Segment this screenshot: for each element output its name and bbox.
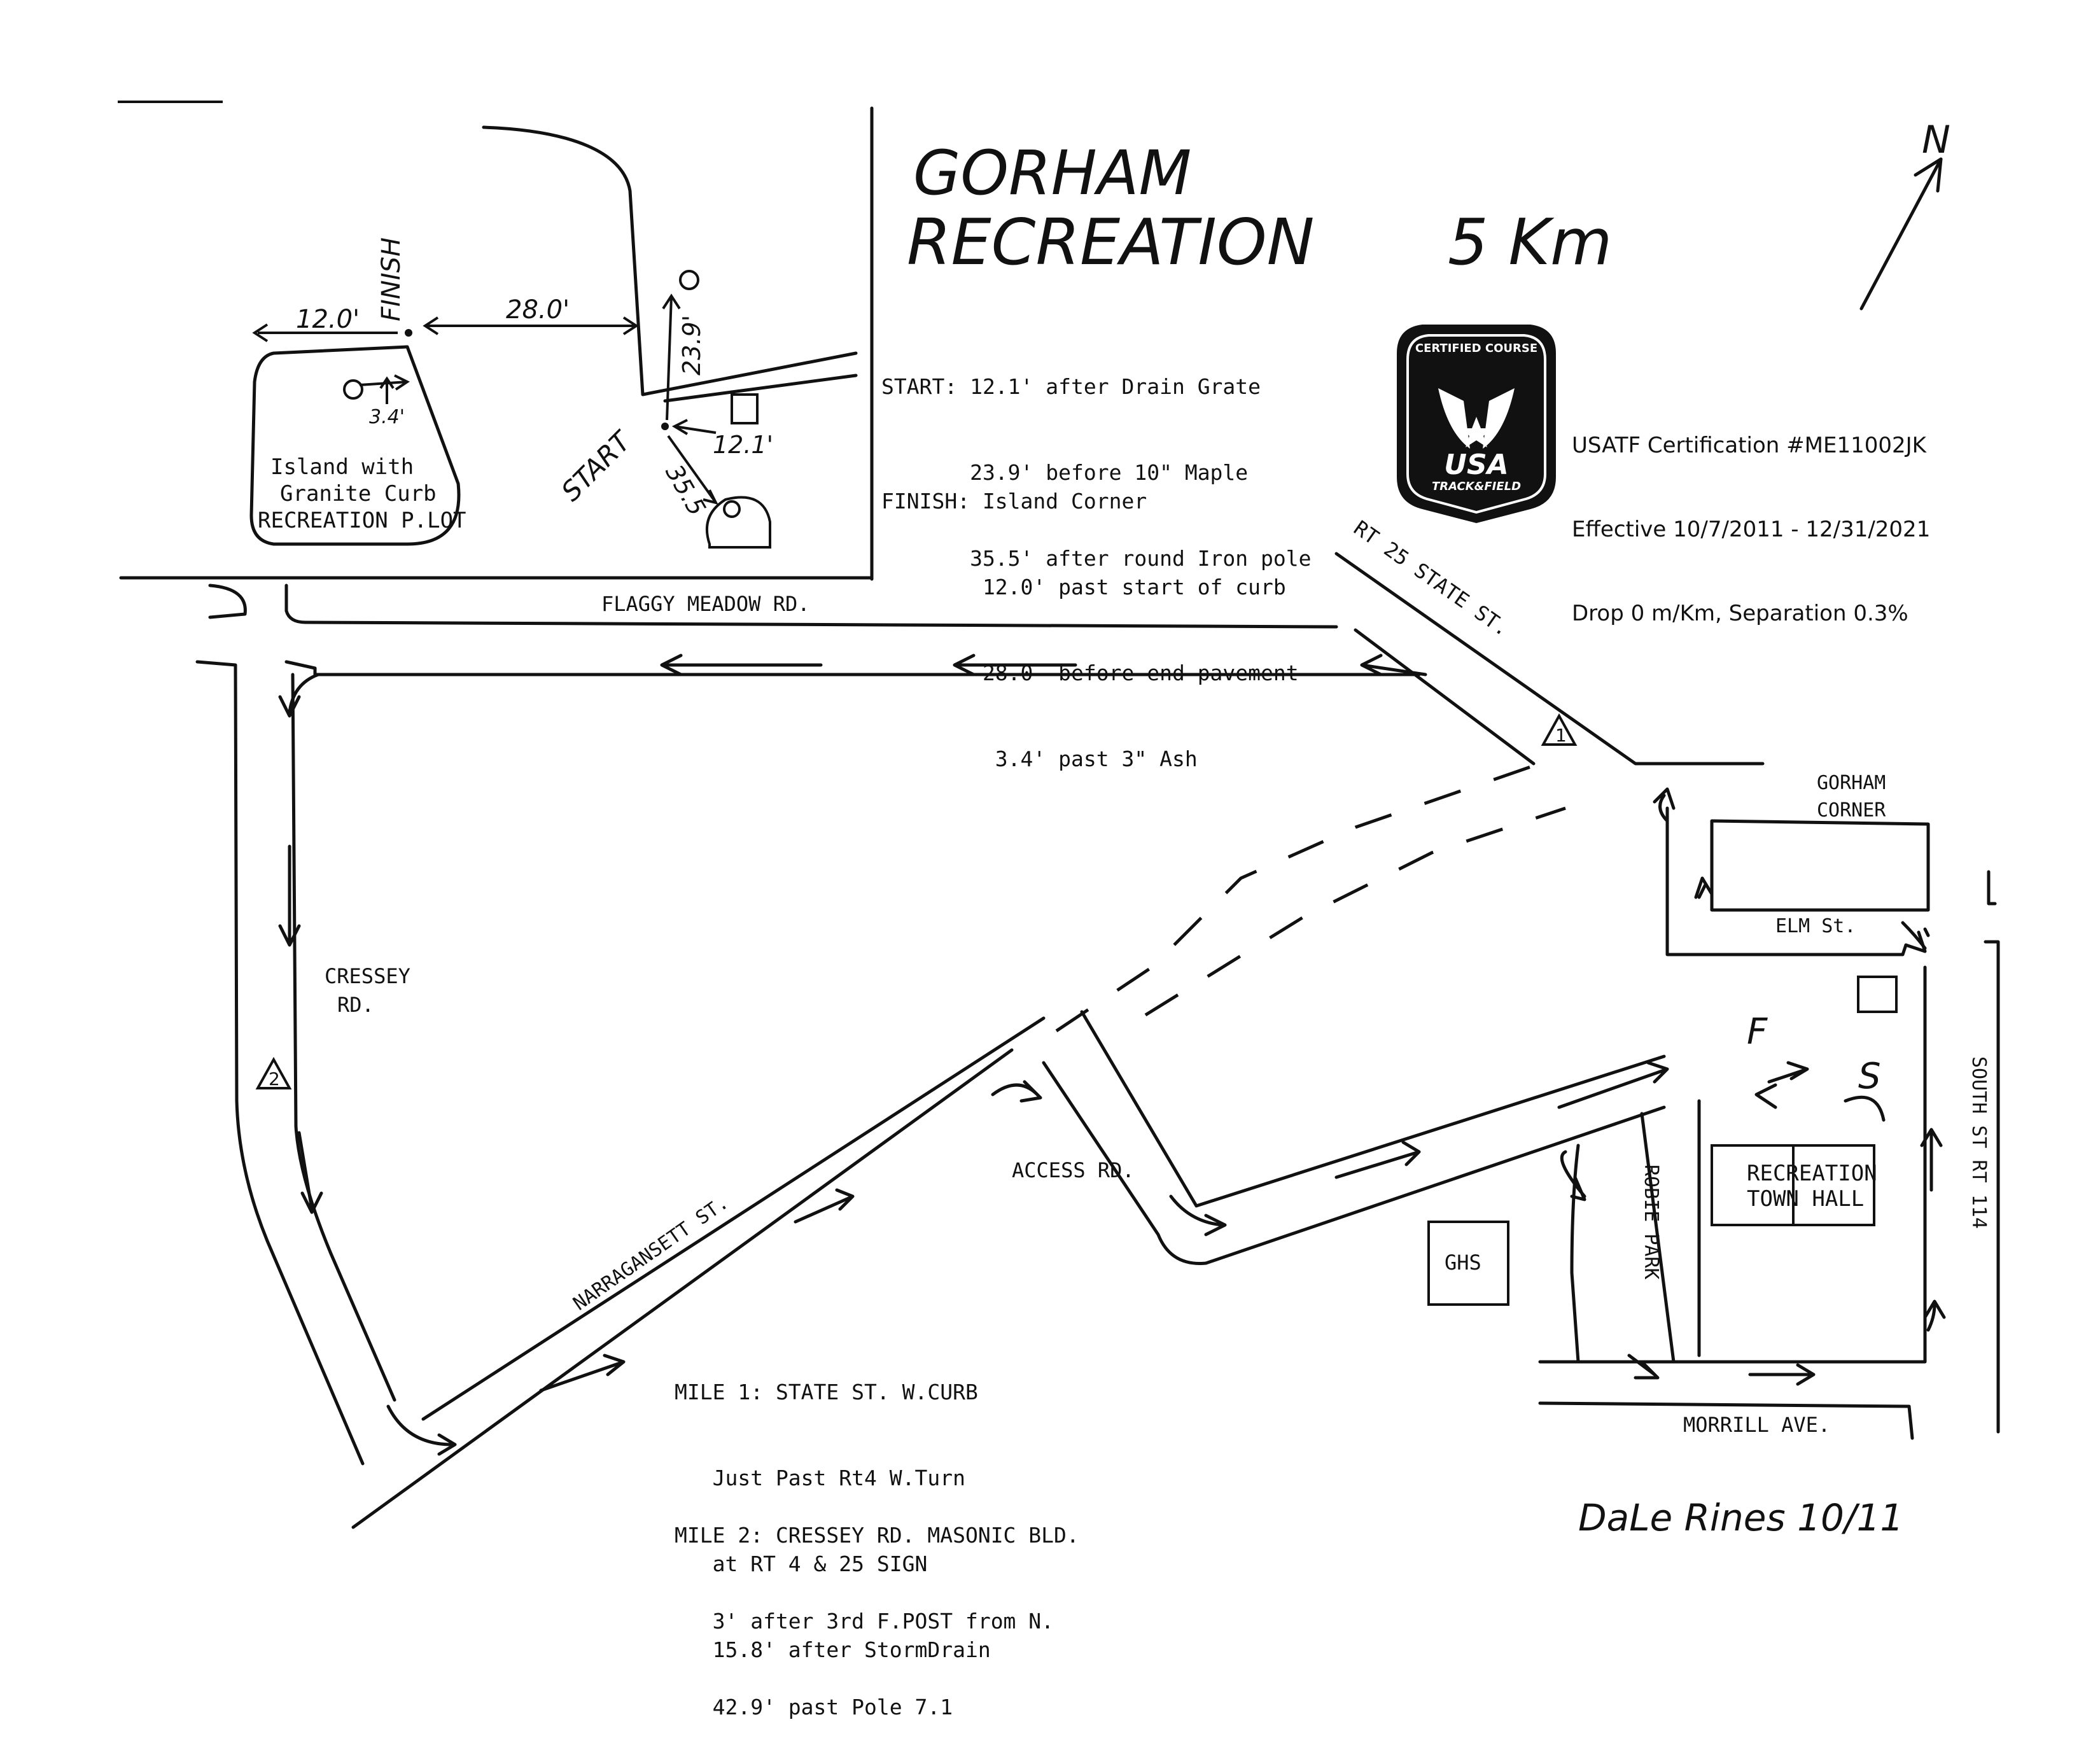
dashed-path-2: [1144, 806, 1566, 1017]
dashed-path-1: [1055, 762, 1541, 1033]
mile-2-number: 2: [269, 1068, 280, 1089]
island-label-1: Island with: [270, 454, 414, 480]
finish-label: FINISH: [377, 237, 406, 321]
flaggy-meadow-rd-label: FLAGGY MEADOW RD.: [601, 592, 810, 616]
dimension-12-1: 12.1': [713, 431, 773, 459]
recreation-label: RECREATION: [1747, 1161, 1877, 1186]
start-label: START: [555, 424, 638, 507]
mile-2-marker: [255, 1056, 292, 1089]
start-point: [661, 423, 669, 430]
badge-tf-text: TRACK&FIELD: [1432, 480, 1521, 493]
robie-park-label: ROBIE PARK: [1640, 1165, 1662, 1280]
ghs-building: [1427, 1221, 1509, 1306]
cressey-rd-label-2: RD.: [337, 993, 374, 1017]
north-arrow-icon: [1859, 157, 1943, 311]
certification-number: USATF Certification #ME11002JK: [1572, 433, 1926, 458]
mile-2-notes: MILE 2: CRESSEY RD. MASONIC BLD. 3' afte…: [675, 1464, 1079, 1750]
finish-note-line: 3.4' past 3" Ash: [881, 746, 1198, 771]
certification-effective: Effective 10/7/2011 - 12/31/2021: [1572, 517, 1931, 542]
mile-1-note-line: Just Past Rt4 W.Turn: [675, 1466, 965, 1490]
route-arrows: [278, 654, 1946, 1456]
mile-1-number: 1: [1555, 725, 1567, 746]
finish-note-line: 28.0 before end pavement: [881, 661, 1299, 685]
inset-detail-map: [119, 106, 874, 581]
small-building: [1857, 976, 1898, 1013]
mile-1-marker: [1541, 713, 1578, 746]
certification-drop: Drop 0 m/Km, Separation 0.3%: [1572, 601, 1908, 626]
start-note-line: 23.9' before 10" Maple: [881, 460, 1249, 485]
finish-note-line: FINISH: Island Corner: [881, 489, 1147, 514]
north-label: N: [1922, 118, 1950, 162]
island-label-2: Granite Curb: [280, 481, 437, 507]
island-curb: [249, 345, 461, 546]
cressey-rd-label-1: CRESSEY: [325, 964, 410, 988]
finish-marker: F: [1747, 1011, 1768, 1053]
mile-2-note-line: 3' after 3rd F.POST from N.: [675, 1609, 1054, 1634]
mile-1-note-line: MILE 1: STATE ST. W.CURB: [675, 1380, 978, 1404]
title-line-2: RECREATION: [907, 205, 1314, 279]
dimension-28-0: 28.0': [506, 295, 570, 325]
mile-2-note-line: 42.9' past Pole 7.1: [675, 1695, 953, 1719]
morrill-ave-label: MORRILL AVE.: [1683, 1413, 1830, 1437]
ghs-label: GHS: [1445, 1250, 1481, 1275]
mile-1-note-line: at RT 4 & 25 SIGN: [675, 1551, 928, 1576]
dimension-23-9: 23.9': [678, 315, 706, 375]
start-marker: S: [1858, 1056, 1881, 1097]
access-rd-label: ACCESS RD.: [1012, 1158, 1135, 1182]
badge-usa-text: USA: [1444, 449, 1508, 481]
island-label-3: RECREATION P.LOT: [258, 508, 466, 533]
title-distance: 5 Km: [1448, 205, 1612, 279]
surveyor-signature: DaLe Rines 10/11: [1578, 1496, 1903, 1539]
dimension-3-4: 3.4': [369, 406, 405, 428]
dimension-12-0: 12.0': [296, 305, 360, 334]
finish-notes: FINISH: Island Corner 12.0' past start o…: [881, 430, 1299, 802]
start-note-line: START: 12.1' after Drain Grate: [881, 374, 1261, 399]
finish-point: [405, 329, 412, 337]
south-st-rt114-label: SOUTH ST RT 114: [1968, 1056, 1990, 1229]
usatf-certification-info: USATF Certification #ME11002JK Effective…: [1572, 375, 1930, 655]
title-line-1: GORHAM: [913, 137, 1191, 209]
elm-st-label: ELM St.: [1775, 915, 1856, 937]
usatf-certified-badge: CERTIFIED COURSE USA TRACK&FIELD: [1397, 325, 1556, 523]
dimension-35-5: 35.5: [660, 460, 711, 521]
town-hall-label: TOWN HALL: [1747, 1186, 1864, 1212]
narragansett-st-label: NARRAGANSETT ST.: [570, 1191, 733, 1315]
start-notes: START: 12.1' after Drain Grate 23.9' bef…: [881, 315, 1312, 601]
course-map: FINISH 12.0' 28.0' 23.9' 12.1' 35.5 3.4'…: [118, 101, 2000, 1539]
finish-note-line: 12.0' past start of curb: [881, 575, 1286, 599]
start-note-line: 35.5' after round Iron pole: [881, 546, 1312, 571]
gorham-corner-label-1: GORHAM: [1817, 772, 1886, 794]
badge-top-text: CERTIFIED COURSE: [1415, 342, 1537, 355]
gorham-corner-label-2: CORNER: [1817, 799, 1886, 822]
mile-2-note-line: MILE 2: CRESSEY RD. MASONIC BLD.: [675, 1523, 1079, 1548]
